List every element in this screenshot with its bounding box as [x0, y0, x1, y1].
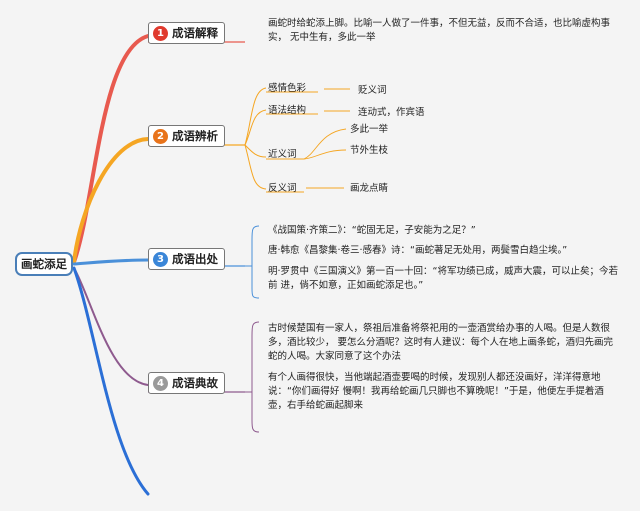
- branch-node-origin[interactable]: 3 成语出处: [148, 248, 225, 270]
- sub-label-grammar: 语法结构: [268, 105, 307, 116]
- connector-sub-emotion: [244, 87, 267, 146]
- connector-synonym-1: [303, 128, 347, 160]
- branch-label-2: 成语辨析: [172, 129, 218, 143]
- connector-sub-synonym: [244, 144, 267, 158]
- connector-branch-1: [72, 34, 150, 264]
- branch-node-definition[interactable]: 1 成语解释: [148, 22, 225, 44]
- root-node[interactable]: 画蛇添足: [15, 252, 73, 276]
- branch-label-3: 成语出处: [172, 252, 218, 266]
- value-antonym: 画龙点睛: [350, 183, 389, 194]
- value-synonym-2: 节外生枝: [350, 145, 389, 156]
- value-synonym-1: 多此一举: [350, 124, 389, 135]
- number-badge-2: 2: [153, 128, 168, 144]
- number-badge-3: 3: [153, 251, 168, 267]
- branch-label-4: 成语典故: [172, 376, 218, 390]
- value-emotion: 贬义词: [358, 85, 387, 96]
- story-text-2: 有个人画得很快，当他端起酒壶要喝的时候，发现别人都还没画好，洋洋得意地说：“你们…: [268, 372, 604, 411]
- number-badge-4: 4: [153, 375, 168, 391]
- origin-text-1: 《战国策·齐策二》：“蛇固无足，子安能为之足？”: [268, 225, 476, 236]
- value-grammar: 连动式，作宾语: [358, 107, 425, 118]
- branch-node-analysis[interactable]: 2 成语辨析: [148, 125, 225, 147]
- connector-branch-4: [73, 267, 149, 386]
- origin-text-2: 唐·韩愈《昌黎集·卷三·感春》诗：“画蛇著足无处用，两鬓雪白趋尘埃。”: [268, 245, 568, 256]
- sub-label-synonym: 近义词: [268, 149, 297, 160]
- bracket-branch-4: [251, 321, 260, 433]
- connector-sub-grammar: [244, 109, 267, 146]
- connector-branch-2: [72, 137, 150, 264]
- connector-branch-3: [72, 258, 150, 266]
- sub-label-antonym: 反义词: [268, 183, 297, 194]
- connector-extra: [72, 266, 150, 496]
- branch-node-story[interactable]: 4 成语典故: [148, 372, 225, 394]
- story-text-1: 古时候楚国有一家人，祭祖后准备将祭祀用的一壶酒赏给办事的人喝。但是人数很多，酒比…: [268, 323, 614, 362]
- number-badge-1: 1: [153, 25, 168, 41]
- origin-text-3: 明·罗贯中《三国演义》第一百一十回：“将军功绩已成，威声大震，可以止矣；今若前 …: [268, 266, 618, 291]
- branch-label-1: 成语解释: [172, 26, 218, 40]
- bracket-branch-3: [251, 225, 260, 299]
- definition-text: 画蛇时给蛇添上脚。比喻一人做了一件事，不但无益，反而不合适，也比喻虚构事实， 无…: [268, 18, 611, 43]
- connector-synonym-2: [303, 149, 347, 160]
- sub-label-emotion: 感情色彩: [268, 83, 307, 94]
- connector-sub-antonym: [244, 144, 267, 190]
